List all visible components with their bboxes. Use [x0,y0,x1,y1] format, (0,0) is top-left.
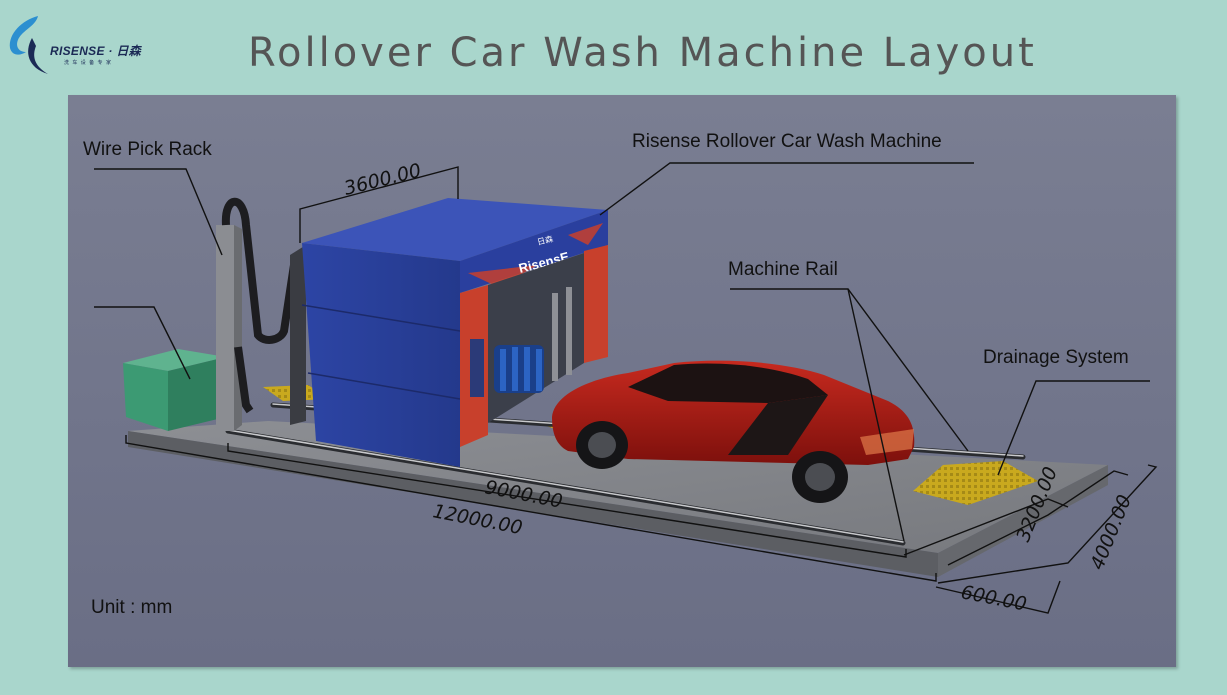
callout-machine: Risense Rollover Car Wash Machine [632,131,942,152]
dim-total-width: 4000.00 [1086,492,1136,573]
car-wash-machine: 日森 RisensE [301,198,608,467]
wire-pick-rack [216,197,298,431]
machine-sign-cn: 日森 [536,233,554,247]
dim-end-gap: 600.00 [959,581,1028,615]
machine-back-panel [290,245,306,425]
risense-logo-icon [9,16,48,74]
brand-tagline: 洗 车 设 备 专 家 [64,60,112,66]
layout-rendering: 日森 RisensE [68,95,1176,667]
dim-machine-width: 3600.00 [342,159,424,199]
callout-wire-pick-rack: Wire Pick Rack [83,139,212,160]
sports-car [552,360,915,503]
page-title: Rollover Car Wash Machine Layout [248,30,1037,76]
leader-lines [94,162,1150,542]
drainage-grate-right [913,461,1038,505]
callout-drainage-system: Drainage System [983,347,1129,368]
brand-name: RISENSE · 日森 [50,44,141,58]
callout-machine-rail: Machine Rail [728,259,838,280]
logo: RISENSE · 日森 洗 车 设 备 专 家 [4,12,144,76]
dimension-lines [125,166,1158,614]
wash-brushes [494,345,544,393]
car-wash-scene: 日森 RisensE [94,159,1158,616]
unit-label: Unit : mm [91,597,173,618]
control-box [123,349,226,431]
